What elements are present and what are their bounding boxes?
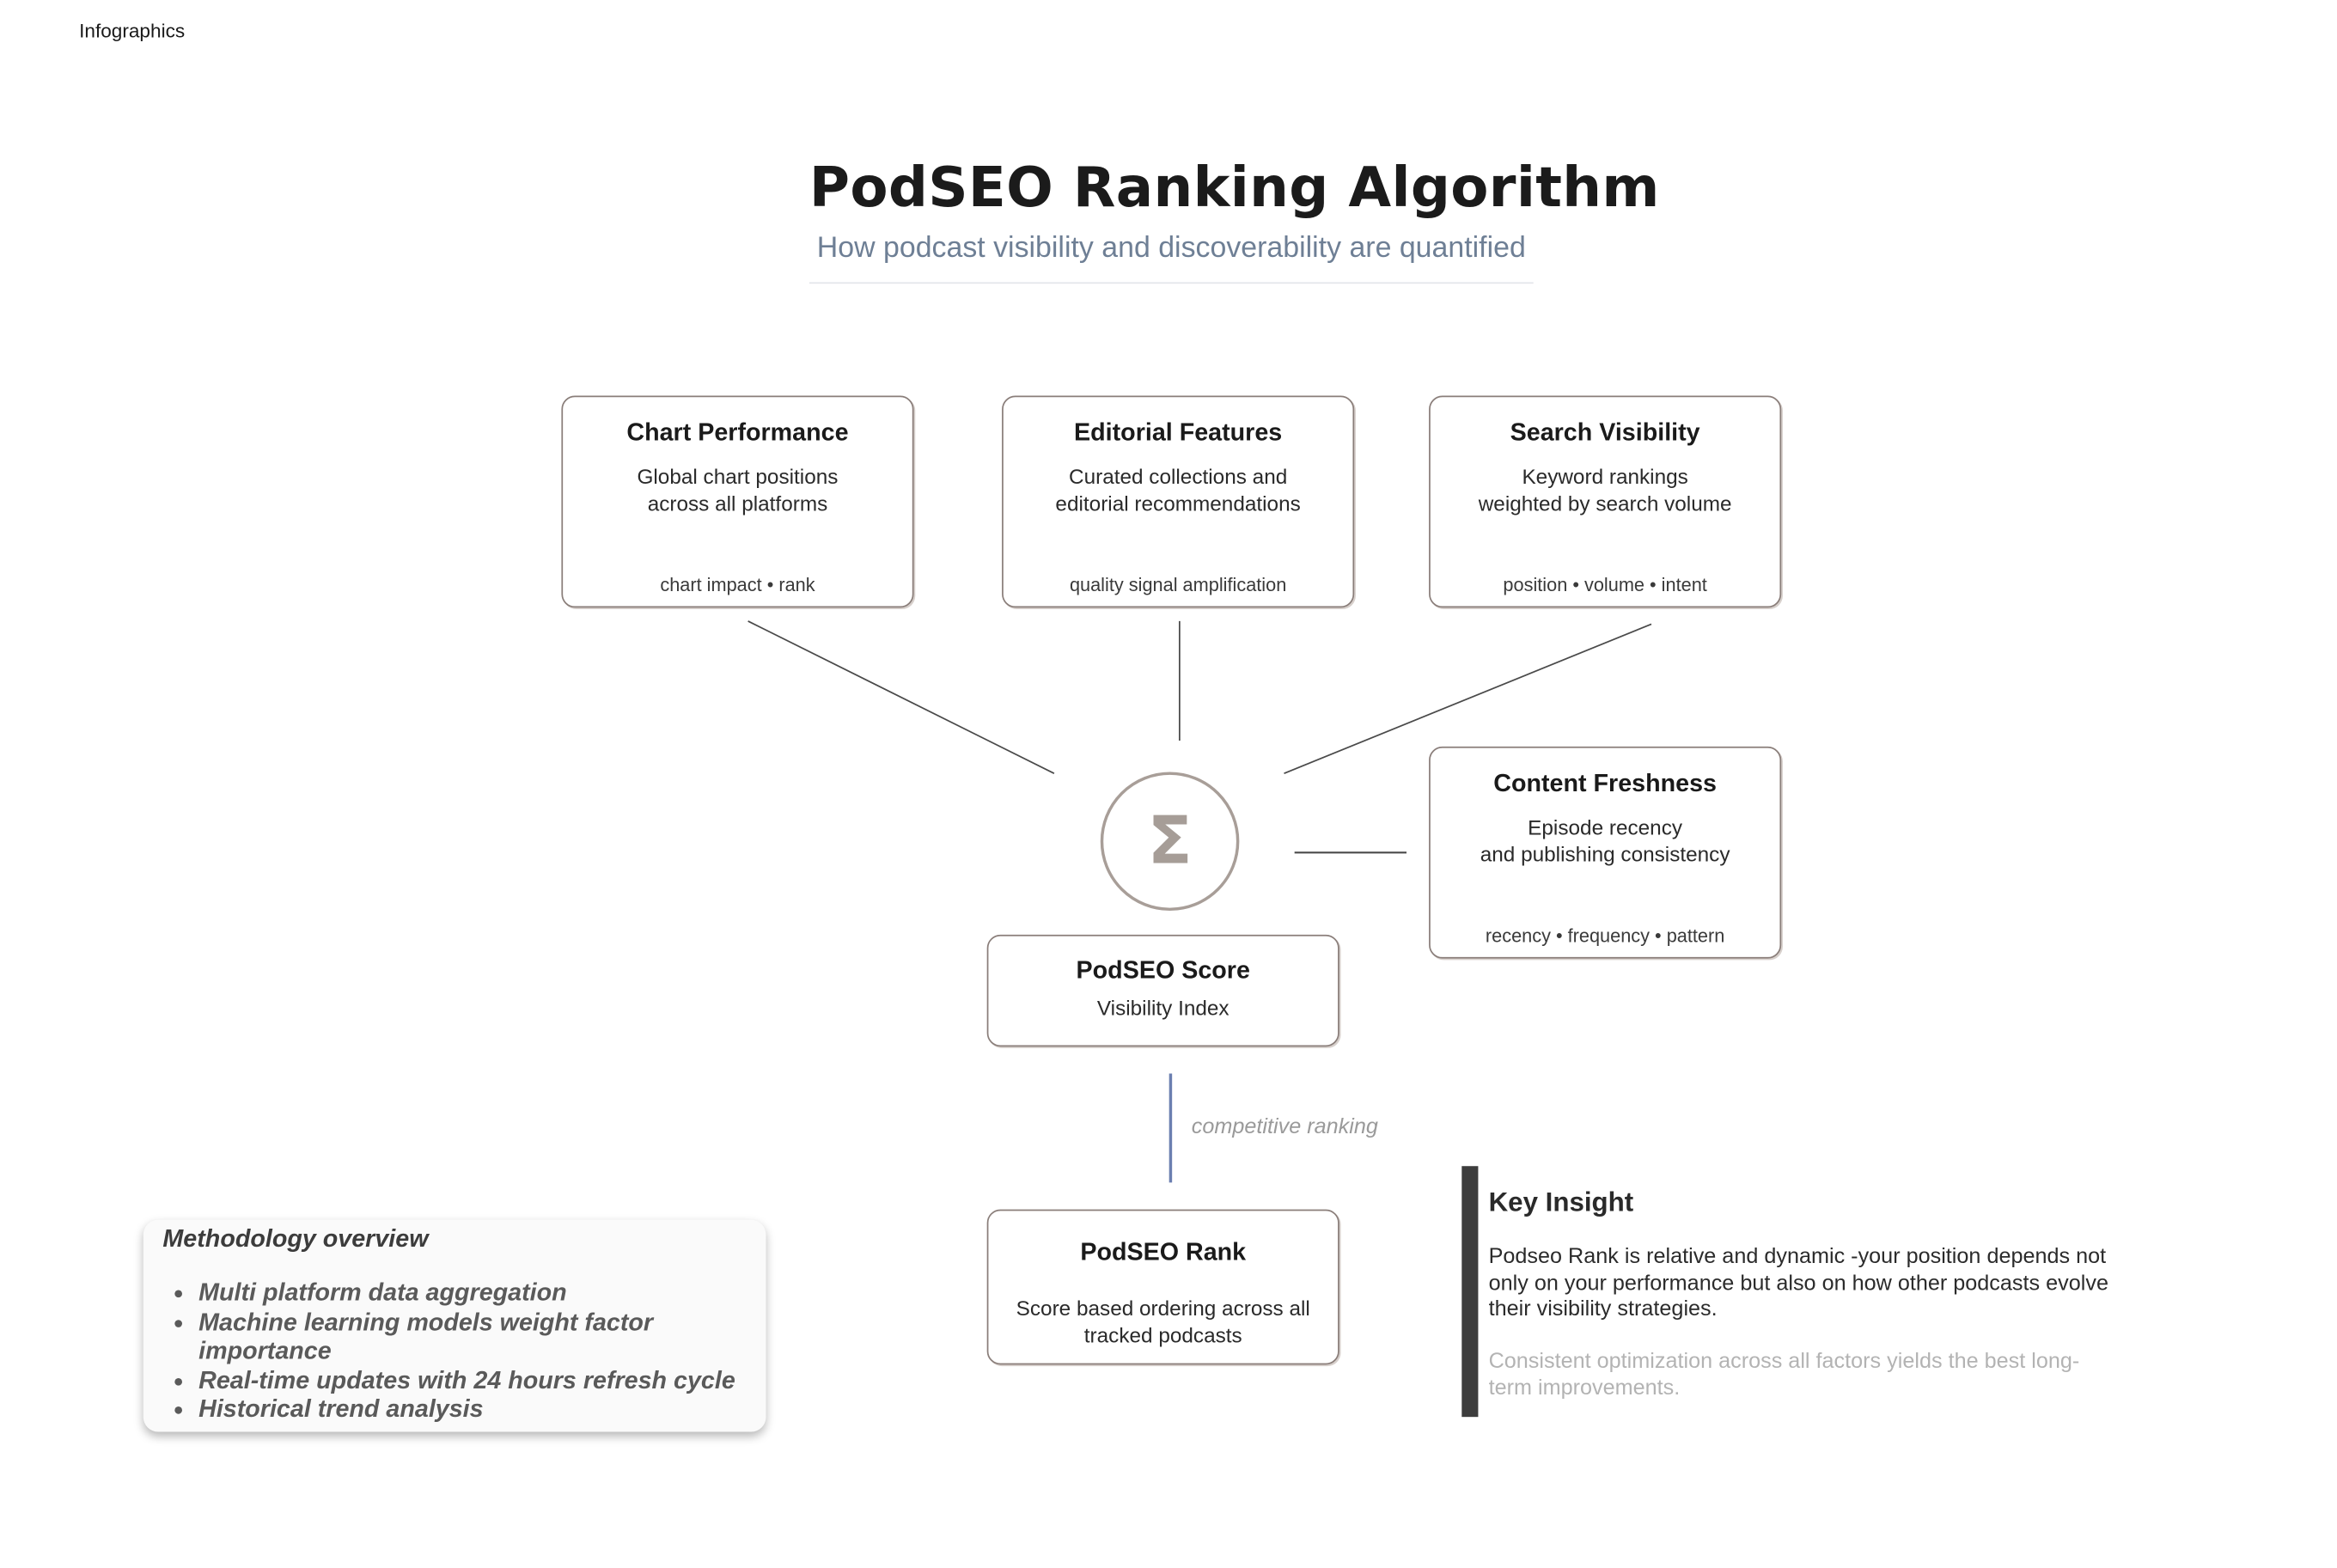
- methodology-item: Real-time updates with 24 hours refresh …: [198, 1367, 745, 1396]
- competitive-ranking-label: competitive ranking: [1191, 1115, 1378, 1139]
- methodology-item: Historical trend analysis: [198, 1396, 745, 1425]
- factor-title: Editorial Features: [1074, 419, 1283, 447]
- page-subtitle: How podcast visibility and discoverabili…: [808, 227, 1534, 284]
- factor-tags: recency • frequency • pattern: [1485, 925, 1725, 947]
- methodology-list: Multi platform data aggregation Machine …: [162, 1279, 745, 1425]
- factor-tags: chart impact • rank: [660, 575, 815, 596]
- score-subtitle: Visibility Index: [1096, 996, 1230, 1020]
- factor-tags: position • volume • intent: [1503, 575, 1707, 596]
- factor-description: Episode recency and publishing consisten…: [1480, 815, 1730, 866]
- title-block: PodSEO Ranking Algorithm How podcast vis…: [808, 149, 1660, 284]
- connector-chart-performance: [747, 620, 1055, 774]
- methodology-panel: Methodology overview Multi platform data…: [143, 1219, 766, 1432]
- factor-card-content-freshness: Content Freshness Episode recency and pu…: [1429, 746, 1782, 959]
- insight-body: Podseo Rank is relative and dynamic -you…: [1488, 1245, 2108, 1321]
- insight-note: Consistent optimization across all facto…: [1488, 1349, 2080, 1400]
- methodology-item: Multi platform data aggregation: [198, 1279, 745, 1309]
- factor-card-search-visibility: Search Visibility Keyword rankings weigh…: [1429, 395, 1782, 608]
- app-label: Infographics: [79, 19, 186, 42]
- factor-title: Chart Performance: [626, 419, 849, 447]
- methodology-title: Methodology overview: [162, 1225, 429, 1254]
- methodology-item: Machine learning models weight factor im…: [198, 1309, 745, 1367]
- factor-description: Curated collections and editorial recomm…: [1055, 464, 1301, 515]
- factor-card-chart-performance: Chart Performance Global chart positions…: [561, 395, 914, 608]
- score-card: PodSEO Score Visibility Index: [986, 934, 1339, 1047]
- rank-card: PodSEO Rank Score based ordering across …: [986, 1209, 1339, 1365]
- rank-description: Score based ordering across all tracked …: [1016, 1296, 1310, 1346]
- insight-accent-bar: [1461, 1166, 1479, 1418]
- insight-title: Key Insight: [1488, 1187, 1634, 1217]
- connector-search-visibility: [1284, 623, 1652, 774]
- key-insight-panel: Key Insight Podseo Rank is relative and …: [1461, 1166, 2133, 1418]
- factor-title: Search Visibility: [1510, 419, 1700, 447]
- factor-title: Content Freshness: [1493, 770, 1717, 797]
- rank-title: PodSEO Rank: [1080, 1239, 1247, 1266]
- sigma-icon: Σ: [1100, 772, 1240, 912]
- score-title: PodSEO Score: [1076, 956, 1250, 985]
- factor-tags: quality signal amplification: [1069, 575, 1287, 596]
- factor-description: Global chart positions across all platfo…: [637, 464, 839, 515]
- page-title: PodSEO Ranking Algorithm: [808, 155, 1660, 220]
- factor-description: Keyword rankings weighted by search volu…: [1478, 464, 1732, 515]
- factor-card-editorial-features: Editorial Features Curated collections a…: [1002, 395, 1355, 608]
